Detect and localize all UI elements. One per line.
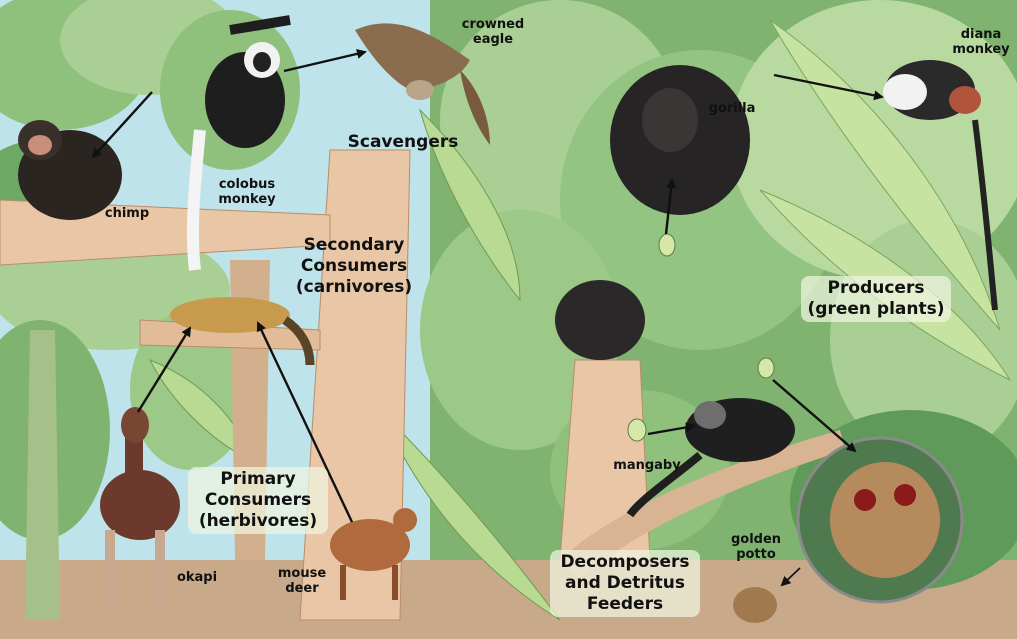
label-diana-monkey: diana monkey xyxy=(948,27,1014,57)
category-primary-consumers: Primary Consumers (herbivores) xyxy=(188,467,328,534)
label-golden-potto: golden potto xyxy=(726,532,786,562)
label-chimp: chimp xyxy=(100,206,154,221)
label-colobus-monkey: colobus monkey xyxy=(212,177,282,207)
label-mangaby: mangaby xyxy=(611,458,683,473)
label-mouse-deer: mouse deer xyxy=(272,566,332,596)
category-secondary-consumers: Secondary Consumers (carnivores) xyxy=(286,233,422,300)
category-decomposers: Decomposers and Detritus Feeders xyxy=(550,550,700,617)
label-crowned-eagle: crowned eagle xyxy=(458,17,528,47)
label-okapi: okapi xyxy=(172,570,222,585)
category-scavengers: Scavengers xyxy=(338,130,468,155)
category-producers: Producers (green plants) xyxy=(801,276,951,322)
label-gorilla: gorilla xyxy=(700,101,764,116)
